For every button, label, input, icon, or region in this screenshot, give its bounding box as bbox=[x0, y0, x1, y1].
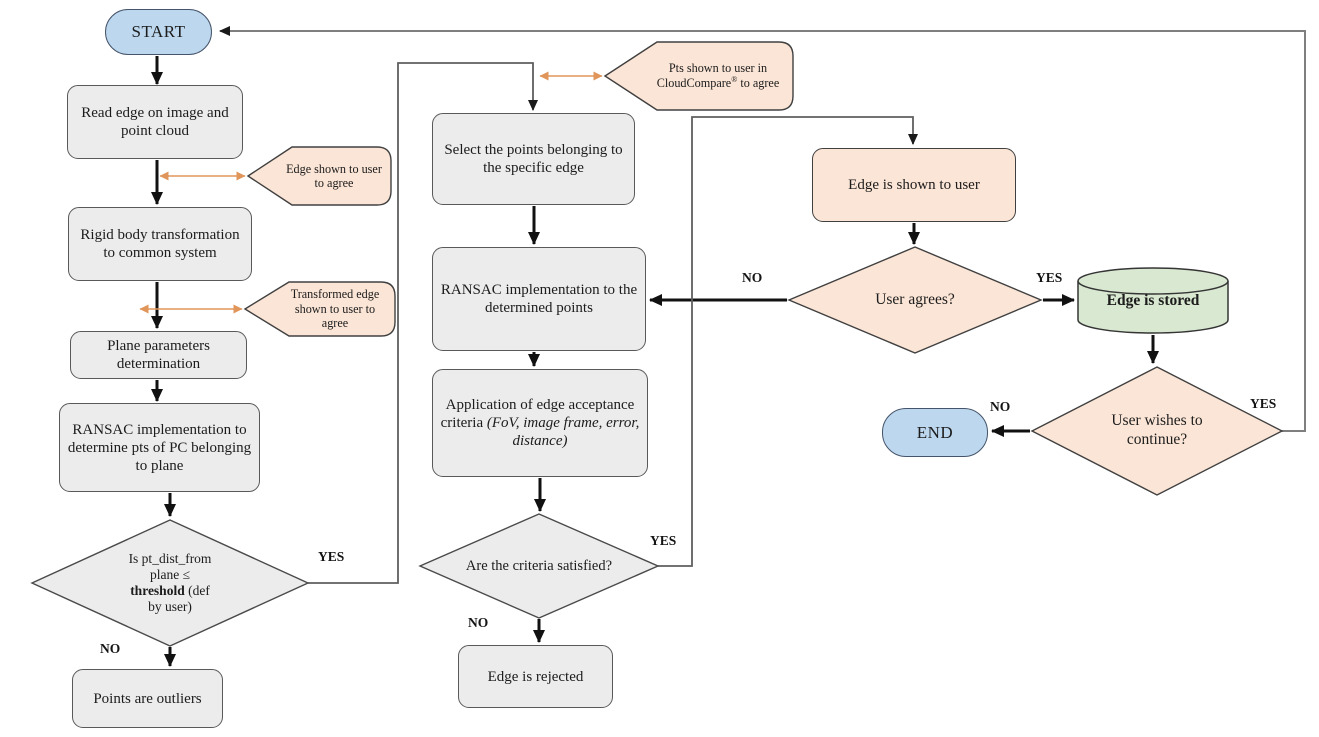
process-ransac-points-label: RANSAC implementation to the determined … bbox=[440, 282, 638, 316]
process-ransac-plane-label: RANSAC implementation to determine pts o… bbox=[67, 421, 252, 474]
end-label: END bbox=[916, 422, 954, 442]
label-continue-yes: YES bbox=[1250, 396, 1277, 411]
label-criteria-no: NO bbox=[468, 615, 489, 630]
callout-transformed-shape bbox=[243, 281, 396, 337]
decision-user-continue-text: User wishes to continue? bbox=[1080, 403, 1234, 459]
callout-transformed-text: Transformed edge shown to user to agree bbox=[281, 284, 389, 334]
application-criteria-text: (FoV, image frame, error, distance) bbox=[486, 415, 640, 449]
threshold-line1: Is pt_dist_from bbox=[128, 550, 212, 566]
user-continue-question: User wishes to continue? bbox=[1111, 412, 1203, 448]
process-rigid-body-label: Rigid body transformation to common syst… bbox=[80, 227, 240, 261]
storage-edge-stored-text: Edge is stored bbox=[1085, 288, 1221, 314]
edge-stored-label: Edge is stored bbox=[1106, 291, 1200, 309]
start-terminal: START bbox=[105, 9, 212, 55]
callout-edge-shown-shape bbox=[246, 146, 392, 206]
decision-criteria-text: Are the criteria satisfied? bbox=[464, 524, 614, 610]
cloudcompare-pre: Pts shown to user in CloudCompare bbox=[656, 61, 768, 91]
process-read-edge: Read edge on image and point cloud bbox=[67, 85, 243, 159]
callout-transformed-label: Transformed edge shown to user to agree bbox=[290, 287, 380, 331]
application-main-text: Application of edge acceptance criteria bbox=[440, 397, 635, 431]
cloudcompare-post: to agree bbox=[740, 76, 780, 91]
process-plane-params: Plane parameters determination bbox=[70, 331, 247, 379]
process-ransac-points: RANSAC implementation to the determined … bbox=[432, 247, 646, 351]
label-agrees-no: NO bbox=[742, 270, 763, 285]
process-edge-shown-user: Edge is shown to user bbox=[812, 148, 1016, 222]
callout-cloudcompare-text: Pts shown to user in CloudCompare® to ag… bbox=[650, 44, 786, 108]
process-points-outliers: Points are outliers bbox=[72, 669, 223, 728]
loop-criteria-yes-to-edgeshown bbox=[658, 116, 918, 567]
decision-user-agrees-text: User agrees? bbox=[840, 287, 990, 313]
threshold-line3: (def bbox=[184, 583, 210, 598]
storage-edge-stored-top bbox=[1077, 267, 1229, 295]
label-threshold-yes: YES bbox=[318, 549, 345, 564]
storage-edge-stored-body bbox=[1077, 281, 1229, 334]
threshold-bold: threshold bbox=[130, 583, 185, 598]
decision-threshold bbox=[30, 519, 310, 647]
label-criteria-yes: YES bbox=[650, 533, 677, 548]
process-read-edge-label: Read edge on image and point cloud bbox=[81, 105, 229, 139]
decision-user-continue bbox=[1030, 366, 1284, 496]
callout-cloudcompare-label: Pts shown to user in CloudCompare® to ag… bbox=[650, 61, 786, 91]
label-threshold-no: NO bbox=[100, 641, 121, 656]
process-select-points-label: Select the points belonging to the speci… bbox=[444, 142, 623, 176]
callout-edge-shown-label: Edge shown to user to agree bbox=[286, 161, 382, 190]
callout-edge-shown-text: Edge shown to user to agree bbox=[284, 150, 384, 202]
process-ransac-plane: RANSAC implementation to determine pts o… bbox=[59, 403, 260, 492]
process-edge-rejected: Edge is rejected bbox=[458, 645, 613, 708]
process-application: Application of edge acceptance criteria … bbox=[432, 369, 648, 477]
loop-continue-yes-to-start bbox=[219, 26, 1306, 432]
end-terminal: END bbox=[882, 408, 988, 457]
callout-cloudcompare-shape bbox=[603, 41, 794, 111]
threshold-line4: by user) bbox=[148, 599, 192, 615]
loop-threshold-yes-to-select bbox=[308, 62, 538, 584]
process-rigid-body: Rigid body transformation to common syst… bbox=[68, 207, 252, 281]
process-points-outliers-label: Points are outliers bbox=[93, 690, 202, 707]
decision-criteria bbox=[418, 513, 660, 619]
criteria-question: Are the criteria satisfied? bbox=[465, 558, 613, 575]
label-agrees-yes: YES bbox=[1036, 270, 1063, 285]
process-application-label: Application of edge acceptance criteria … bbox=[439, 396, 641, 450]
decision-user-agrees bbox=[787, 246, 1043, 354]
label-continue-no: NO bbox=[990, 399, 1011, 414]
process-edge-shown-user-label: Edge is shown to user bbox=[848, 177, 980, 193]
threshold-line2: plane ≤ bbox=[149, 566, 191, 582]
user-agrees-question: User agrees? bbox=[875, 290, 955, 308]
process-select-points: Select the points belonging to the speci… bbox=[432, 113, 635, 205]
process-edge-rejected-label: Edge is rejected bbox=[487, 668, 584, 685]
registered-mark: ® bbox=[731, 75, 738, 85]
start-label: START bbox=[131, 22, 186, 41]
process-plane-params-label: Plane parameters determination bbox=[107, 338, 210, 372]
